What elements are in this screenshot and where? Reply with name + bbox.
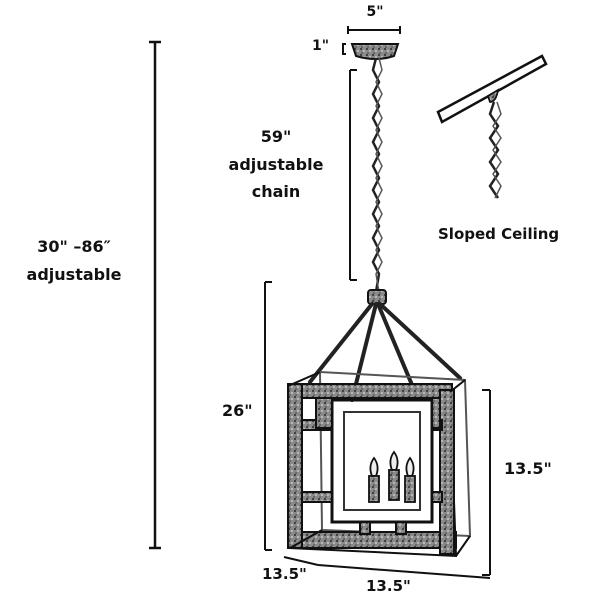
sloped-ceiling-caption: Sloped Ceiling — [438, 225, 560, 243]
suspension-hub — [367, 289, 387, 305]
cage-width-dimension-line — [317, 564, 491, 579]
candle-bulbs — [368, 450, 416, 503]
canopy-height-dimension-line — [342, 43, 346, 55]
cage-depth-dimension-line — [283, 556, 319, 566]
sloped-ceiling-inset — [436, 54, 548, 199]
cage-depth-label: 13.5" — [262, 565, 307, 583]
chain-length-label: 59" — [260, 127, 292, 146]
lantern-cage — [286, 370, 472, 558]
canopy-width-label: 5" — [366, 4, 384, 20]
chain-length-dimension-line — [349, 69, 357, 281]
overall-height-label: 30" –86″ — [37, 237, 111, 256]
chain-note-line2: chain — [251, 182, 301, 201]
canopy-height-label: 1" — [312, 38, 330, 54]
overall-height-dimension-line — [149, 40, 161, 550]
cage-height-dimension-line — [482, 389, 491, 576]
overall-height-note: adjustable — [26, 265, 122, 284]
body-height-dimension-line — [264, 281, 272, 551]
canopy-width-dimension-line — [347, 26, 401, 34]
chain-note-line1: adjustable — [228, 155, 324, 174]
cage-height-label: 13.5" — [504, 459, 552, 478]
body-height-label: 26" — [222, 401, 253, 420]
ceiling-canopy — [350, 43, 400, 60]
hanging-chain — [371, 57, 383, 293]
cage-width-label: 13.5" — [366, 577, 411, 595]
